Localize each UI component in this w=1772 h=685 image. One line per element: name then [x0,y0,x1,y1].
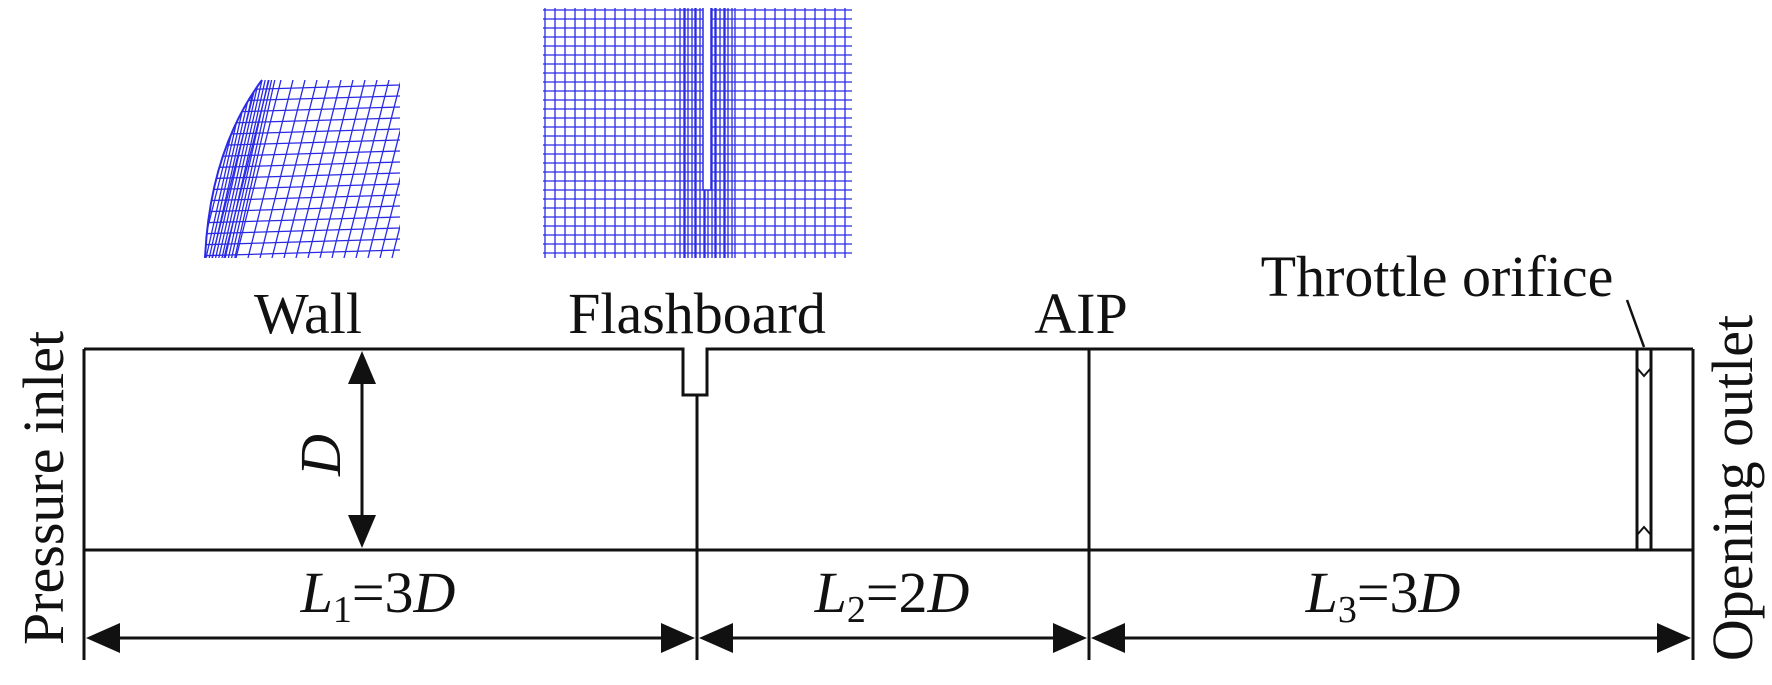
dim-l2-arrow-right [1053,623,1087,653]
wall-mesh-line [230,80,273,258]
wall-mesh-line [205,80,400,81]
dim-label-l2: L2=2D [814,560,970,631]
wall-mesh-line [205,95,400,103]
wall-mesh-line [214,80,257,258]
flashboard-label: Flashboard [568,281,826,346]
wall-mesh-line [205,161,400,169]
dim-l3-unit: D [1418,560,1461,625]
wall-mesh-line [205,84,400,92]
wall-mesh-line [379,80,400,258]
dim-label-l1: L1=3D [300,560,456,631]
dim-l1-arrow-right [661,623,695,653]
wall-mesh-line [218,80,260,258]
pipe-domain [82,299,1695,552]
wall-mesh-line [259,80,306,258]
wall-label: Wall [254,281,362,346]
dim-l1-var: L [300,560,333,625]
dim-l1-sub: 1 [333,589,352,631]
diameter-arrow [348,351,376,548]
wall-mesh-line [319,80,366,258]
pipe-top-wall [84,347,1693,397]
wall-mesh-line [205,238,400,246]
dim-l1-unit: D [413,560,456,625]
diameter-label: D [288,434,353,477]
wall-mesh-line [295,80,342,258]
flashboard-mesh-inset [543,8,852,258]
dim-l3-sub: 3 [1338,589,1357,631]
dim-l3-var: L [1305,560,1338,625]
wall-mesh-line [247,80,294,258]
wall-mesh-line [404,80,449,258]
wall-mesh-line [205,172,400,180]
dim-l2-unit: D [927,560,970,625]
wall-mesh-line [205,128,400,136]
dim-l2-value: =2 [866,560,928,625]
aip-label: AIP [1034,281,1127,346]
throttle-orifice-leader [1625,299,1646,348]
wall-mesh-line [234,80,276,258]
wall-mesh-line [391,80,400,258]
wall-mesh-line [205,117,400,125]
dim-l3-arrow-left [1091,623,1125,653]
wall-mesh-line [307,80,354,258]
wall-mesh-line [331,80,378,258]
diameter-arrowhead-up [348,351,376,384]
dim-l1-value: =3 [352,560,414,625]
wall-mesh-line [211,80,254,258]
wall-mesh-line [224,80,266,258]
wall-mesh-line [343,80,390,258]
wall-mesh-boundary [204,79,263,259]
diameter-arrowhead-down [348,515,376,548]
wall-mesh-line [227,80,270,258]
wall-mesh-line [205,227,400,235]
flashboard-slot-outline [702,8,712,191]
pressure-inlet-label: Pressure inlet [11,331,76,645]
wall-mesh-line [355,80,400,258]
wall-mesh-line [221,80,263,258]
dim-l2-var: L [814,560,847,625]
dim-l1-arrow-left [86,623,120,653]
throttle-orifice-label: Throttle orifice [1261,244,1614,309]
opening-outlet-label: Opening outlet [1700,315,1765,661]
wall-mesh-line [205,216,400,224]
dim-l2-sub: 2 [847,589,866,631]
throttle-orifice-lip-top [1636,367,1652,378]
dim-l3-arrow-right [1657,623,1691,653]
dim-l3-value: =3 [1357,560,1419,625]
dimension-lines [82,550,1695,660]
wall-mesh-line [367,80,400,258]
wall-mesh-line [235,80,282,258]
wall-mesh-inset [205,80,449,258]
throttle-orifice-lip-bottom [1636,525,1652,536]
dim-label-l3: L3=3D [1305,560,1461,631]
wall-mesh-line [271,80,318,258]
wall-mesh-line [205,80,247,258]
dim-l2-arrow-left [699,623,733,653]
wall-mesh-line [283,80,330,258]
